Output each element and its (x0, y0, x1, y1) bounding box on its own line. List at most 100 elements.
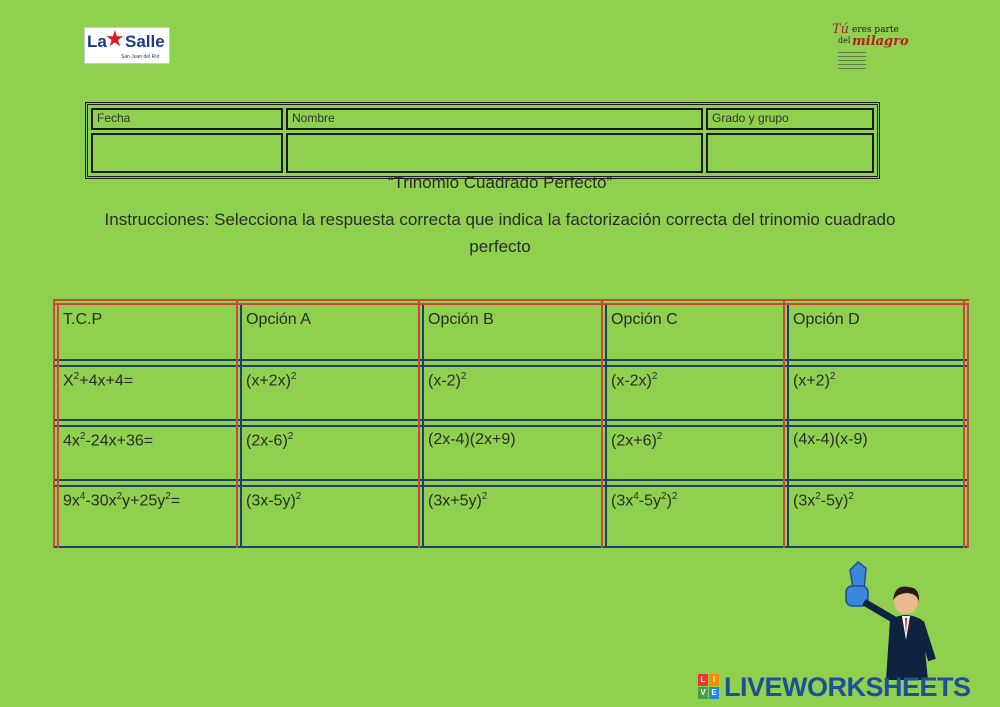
answer-option[interactable]: (3x4-5y2)2 (611, 491, 677, 510)
table-rule (53, 303, 969, 305)
exponent: 2 (481, 491, 488, 502)
exponent: 2 (671, 491, 678, 502)
slogan-fine-print (838, 52, 866, 70)
nombre-field[interactable] (286, 133, 703, 173)
logo-salle-text: Salle (125, 32, 165, 51)
expression-text: (3x+5y) (428, 492, 482, 510)
table-rule (53, 425, 969, 427)
expression-text: X (63, 372, 74, 390)
column-header: Opción B (428, 311, 494, 329)
expression-text: (2x-4)(2x+9) (428, 431, 516, 448)
student-info-table: Fecha Nombre Grado y grupo (85, 102, 880, 179)
expression-text: (3x-5y) (246, 492, 296, 510)
table-rule (53, 299, 55, 548)
table-rule (53, 485, 969, 487)
liveworksheets-text: LIVEWORKSHEETS (724, 672, 971, 702)
fecha-label: Fecha (91, 108, 283, 130)
grado-field[interactable] (706, 133, 874, 173)
table-rule (601, 299, 603, 548)
exponent: 2 (73, 371, 80, 382)
exponent: 2 (661, 491, 667, 502)
column-header-text: Opción D (793, 311, 860, 328)
expression-text: = (170, 492, 181, 510)
column-header: T.C.P (63, 311, 102, 329)
expression-text: (4x-4)(x-9) (793, 431, 868, 448)
exponent: 4 (79, 491, 86, 502)
expression-text: (3x (793, 492, 816, 510)
liveworksheets-badge-icon: L I V E (698, 674, 720, 700)
expression-text: y+25y (122, 492, 166, 510)
star-icon: ★ (105, 26, 125, 51)
expression-text: (2x+6) (611, 432, 657, 450)
expression-text: +4x+4= (79, 372, 134, 390)
answer-option[interactable]: (2x-4)(2x+9) (428, 431, 516, 449)
expression-text: (x-2) (428, 372, 461, 390)
expression-text: -30x (85, 492, 117, 510)
page-title: “Trinomio Cuadrado Perfecto” (387, 173, 613, 192)
slogan-logo: Tú eres parte del milagro (830, 22, 910, 70)
table-rule (967, 305, 969, 548)
slogan-eres: eres parte (852, 25, 899, 35)
column-header-text: Opción C (611, 311, 678, 328)
answer-option[interactable]: (3x+5y)2 (428, 491, 487, 510)
table-rule (240, 305, 242, 548)
exponent: 2 (287, 431, 294, 442)
answer-option[interactable]: (2x+6)2 (611, 431, 662, 450)
logo-sub-text: San Juan del Río (121, 54, 160, 60)
answer-option[interactable]: (3x-5y)2 (246, 491, 301, 510)
table-rule (53, 365, 969, 367)
exponent: 2 (290, 371, 297, 382)
table-rule (787, 305, 789, 548)
answer-option[interactable]: (2x-6)2 (246, 431, 293, 450)
expression-text: ) (666, 492, 672, 510)
logo-la-text: La (87, 32, 107, 51)
table-rule (422, 305, 424, 548)
answer-option[interactable]: (x+2)2 (793, 371, 835, 390)
liveworksheets-watermark: L I V E LIVEWORKSHEETS (698, 672, 998, 702)
expression-text: -5y (638, 492, 662, 510)
exponent: 2 (829, 371, 836, 382)
column-header-text: Opción A (246, 311, 311, 328)
table-rule (605, 305, 607, 548)
expression-text: 9x (63, 492, 80, 510)
table-rule (57, 305, 59, 548)
badge-letter: E (709, 687, 719, 699)
table-rule (53, 546, 969, 548)
badge-letter: L (698, 674, 708, 686)
column-header: Opción D (793, 311, 860, 329)
fecha-field[interactable] (91, 133, 283, 173)
nombre-label: Nombre (286, 108, 703, 130)
exponent: 2 (460, 371, 467, 382)
expression-text: (x+2) (793, 372, 830, 390)
exponent: 2 (815, 491, 821, 502)
lasalle-logo: La ★ Salle San Juan del Río (84, 27, 170, 64)
slogan-tu: Tú (832, 22, 850, 37)
exponent: 2 (656, 431, 663, 442)
table-rule (53, 299, 969, 301)
trinomial-expression: 4x2-24x+36= (63, 431, 153, 450)
answer-option[interactable]: (x+2x)2 (246, 371, 296, 390)
expression-text: 4x (63, 432, 80, 450)
exponent: 2 (116, 491, 123, 502)
table-rule (53, 359, 969, 361)
column-header-text: Opción B (428, 311, 494, 328)
teacher-mascot-icon (845, 561, 936, 680)
slogan-del: del (838, 36, 851, 45)
badge-letter: V (698, 687, 708, 699)
expression-text: (x-2x) (611, 372, 652, 390)
table-rule (418, 299, 420, 548)
answer-option[interactable]: (4x-4)(x-9) (793, 431, 868, 449)
answer-option[interactable]: (x-2)2 (428, 371, 466, 390)
column-header-text: T.C.P (63, 311, 103, 328)
expression-text: (3x (611, 492, 634, 510)
table-rule (236, 299, 238, 548)
instructions: Instrucciones: Selecciona la respuesta c… (104, 210, 896, 256)
answer-option[interactable]: (x-2x)2 (611, 371, 657, 390)
expression-text: -5y) (820, 492, 849, 510)
column-header: Opción A (246, 311, 311, 329)
table-rule (963, 299, 965, 548)
answer-option[interactable]: (3x2-5y)2 (793, 491, 854, 510)
table-rule (783, 299, 785, 548)
expression-text: -24x+36= (85, 432, 154, 450)
